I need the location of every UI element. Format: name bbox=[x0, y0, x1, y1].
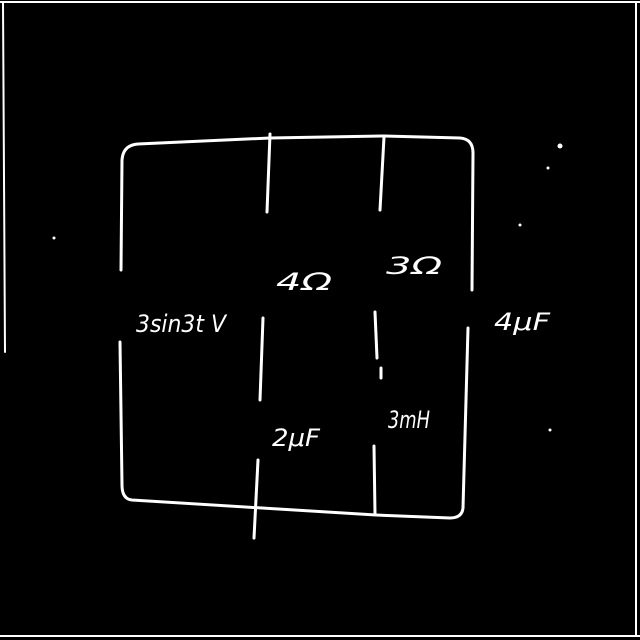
left-edge-line bbox=[2, 1, 6, 353]
speck-3 bbox=[52, 236, 56, 240]
inductor-label: 3mH bbox=[388, 406, 430, 434]
branch-right-upper bbox=[378, 135, 386, 212]
outer-wire-left-top bbox=[119, 134, 475, 292]
branch-right-lower bbox=[373, 310, 379, 360]
cap-left-label: 2μF bbox=[272, 424, 321, 452]
source-label: 3sin3t V bbox=[136, 310, 227, 338]
speck-4 bbox=[518, 223, 522, 227]
cap-right-label: 4μF bbox=[494, 308, 552, 336]
branch-right-bottom bbox=[372, 444, 377, 516]
resistor-left-label: 4Ω bbox=[276, 268, 333, 296]
speck-2 bbox=[546, 166, 550, 170]
resistor-right-label: 3Ω bbox=[386, 252, 443, 280]
branch-left-lower bbox=[258, 316, 265, 402]
speck-1 bbox=[557, 143, 563, 149]
branch-left-upper bbox=[265, 132, 272, 214]
speck-5 bbox=[548, 428, 552, 432]
outer-wire-right-bottom bbox=[118, 326, 470, 520]
branch-left-bottom bbox=[252, 458, 260, 540]
